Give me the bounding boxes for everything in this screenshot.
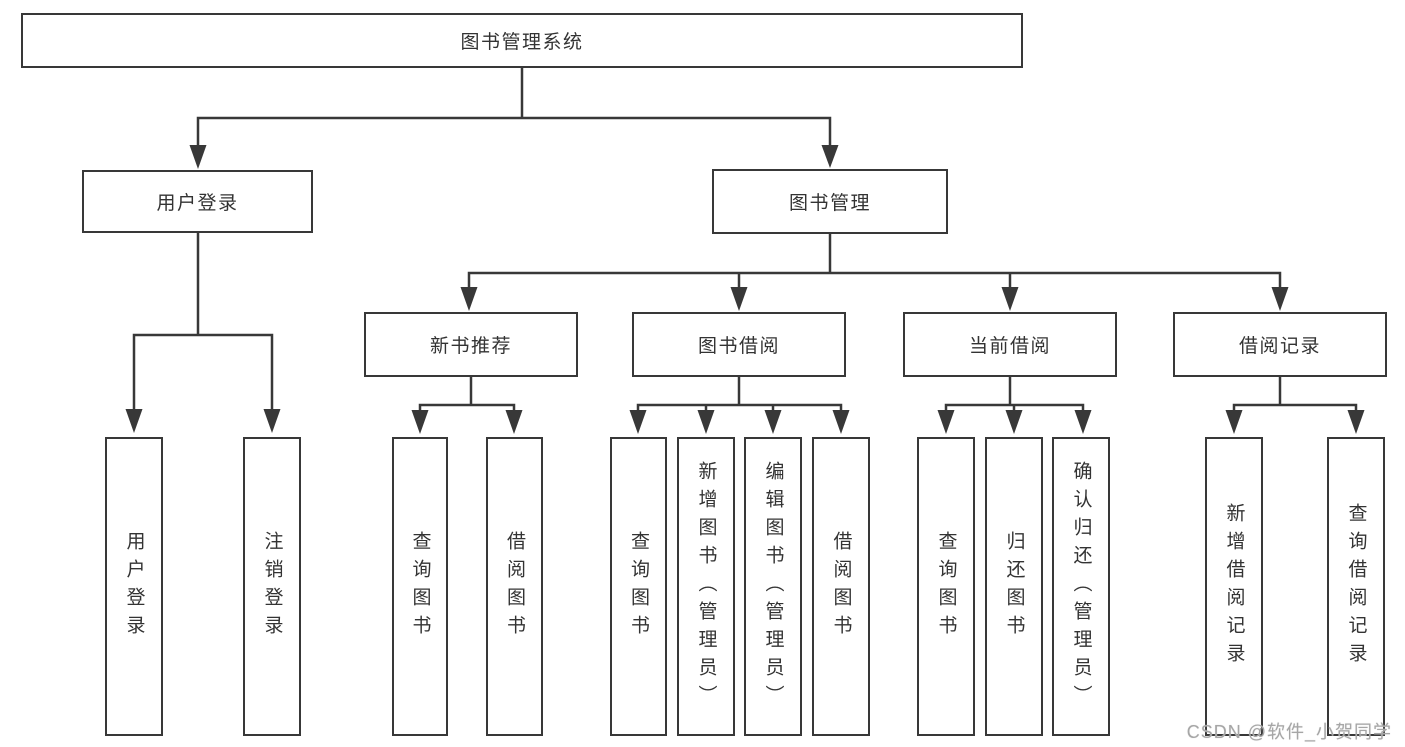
node-label: 借阅记录 — [1238, 336, 1321, 357]
node-label: 用户登录 — [156, 193, 239, 214]
leaf-query-borrow-record: 查询借阅记录 — [1327, 437, 1385, 736]
csdn-watermark: CSDN @软件_小贺同学 — [1186, 722, 1392, 742]
node-label: 新增图书（管理员） — [695, 460, 717, 713]
leaf-user-login: 用户登录 — [105, 437, 163, 736]
leaf-query-books-recommend: 查询图书 — [392, 437, 448, 736]
node-label: 确认归还（管理员） — [1070, 460, 1092, 713]
node-label: 查询图书 — [409, 530, 431, 643]
node-label: 查询图书 — [628, 530, 649, 643]
node-new-book-recommend: 新书推荐 — [364, 312, 578, 377]
node-borrow-records: 借阅记录 — [1173, 312, 1387, 377]
node-label: 编辑图书（管理员） — [762, 460, 784, 713]
node-label: 图书借阅 — [697, 336, 780, 357]
leaf-borrow-books-recommend: 借阅图书 — [486, 437, 543, 736]
node-user-login-branch: 用户登录 — [82, 170, 313, 233]
node-book-management: 图书管理 — [712, 169, 948, 234]
leaf-borrow-books: 借阅图书 — [812, 437, 870, 736]
node-label: 查询借阅记录 — [1345, 502, 1367, 671]
leaf-logout: 注销登录 — [243, 437, 301, 736]
leaf-edit-book-admin: 编辑图书（管理员） — [744, 437, 802, 736]
node-book-borrowing: 图书借阅 — [632, 312, 846, 377]
node-label: 查询图书 — [935, 530, 957, 643]
leaf-add-borrow-record: 新增借阅记录 — [1205, 437, 1263, 736]
leaf-add-book-admin: 新增图书（管理员） — [677, 437, 735, 736]
node-label: 当前借阅 — [968, 336, 1051, 357]
node-label: 图书管理系统 — [460, 32, 584, 53]
node-label: 归还图书 — [1003, 530, 1025, 643]
node-label: 新增借阅记录 — [1223, 502, 1245, 671]
node-label: 图书管理 — [788, 193, 871, 214]
node-label: 新书推荐 — [429, 336, 512, 357]
leaf-query-books-current: 查询图书 — [917, 437, 975, 736]
node-label: 注销登录 — [261, 530, 283, 643]
leaf-confirm-return-admin: 确认归还（管理员） — [1052, 437, 1110, 736]
node-current-borrow: 当前借阅 — [903, 312, 1117, 377]
node-root-system: 图书管理系统 — [21, 13, 1023, 68]
leaf-query-books-borrowing: 查询图书 — [610, 437, 667, 736]
node-label: 借阅图书 — [830, 530, 852, 643]
leaf-return-book: 归还图书 — [985, 437, 1043, 736]
node-label: 用户登录 — [123, 530, 145, 643]
node-label: 借阅图书 — [504, 530, 525, 643]
